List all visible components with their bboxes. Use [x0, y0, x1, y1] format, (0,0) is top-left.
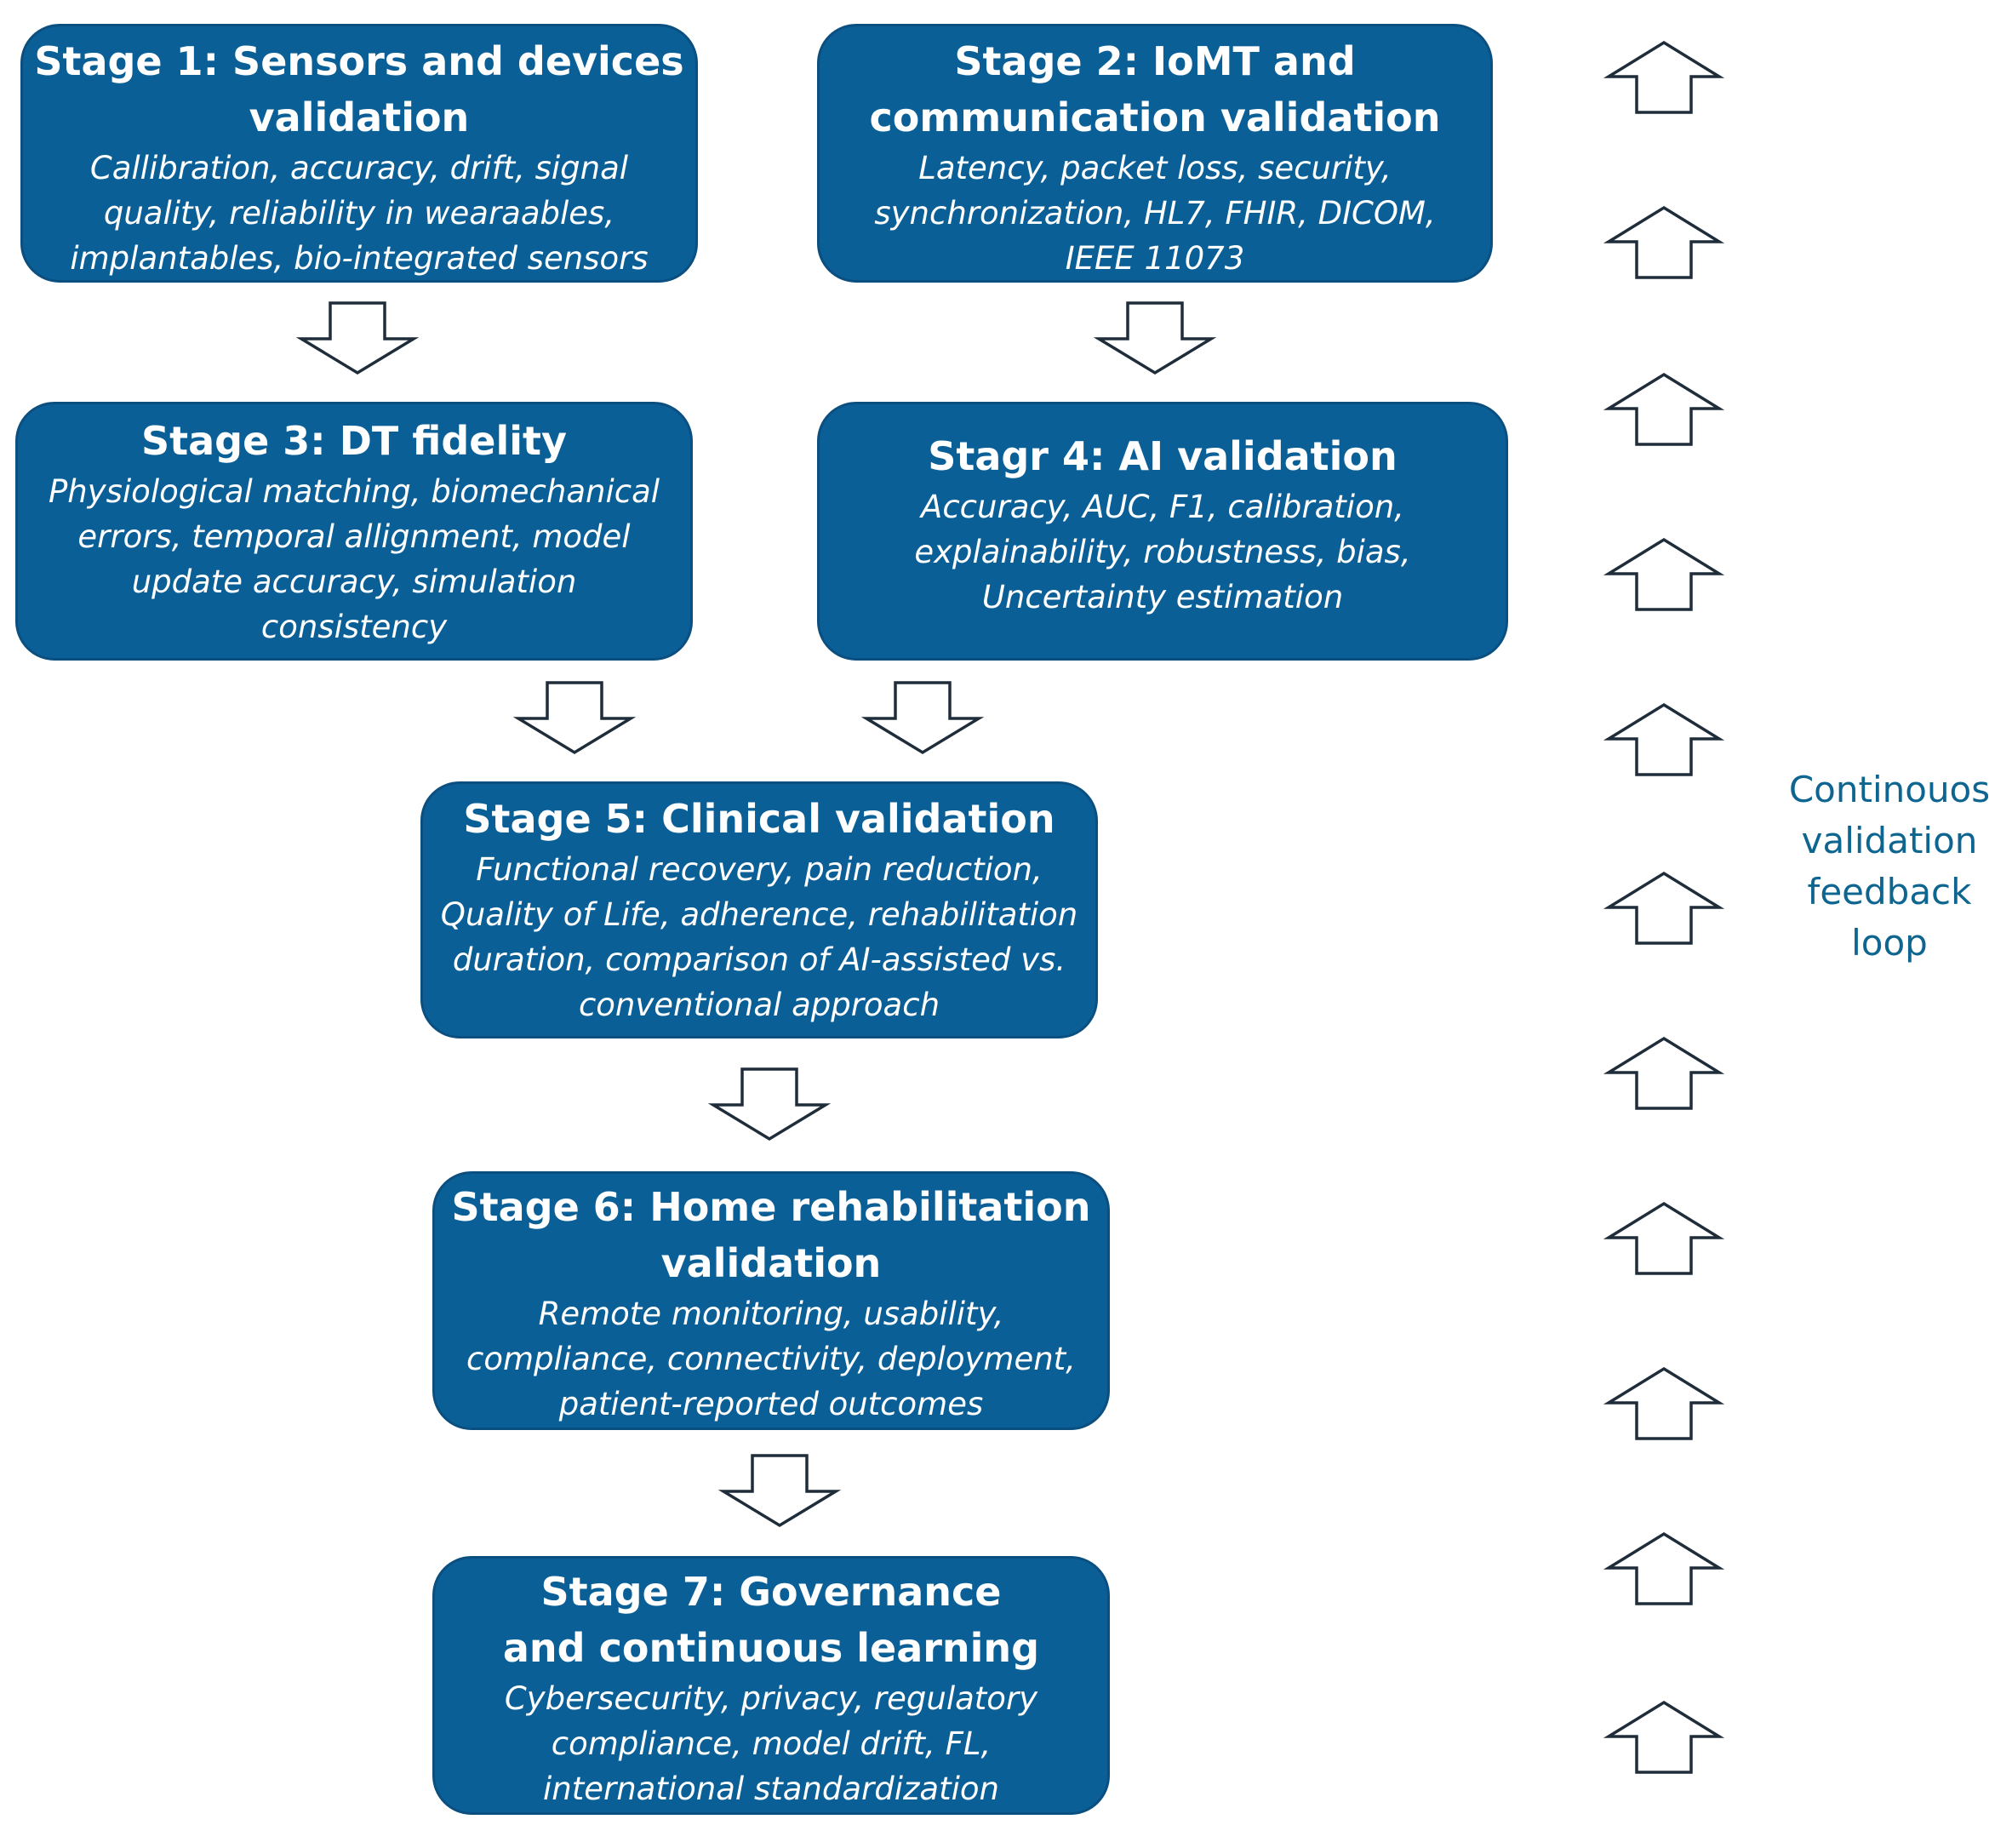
stage-4-description: Accuracy, AUC, F1, calibration, explaina…	[914, 489, 1411, 615]
down-arrow-icon	[295, 301, 420, 375]
up-arrow-icon	[1603, 702, 1725, 776]
up-arrow-icon	[1603, 1201, 1725, 1275]
stage-6-box: Stage 6: Home rehabilitation validation …	[432, 1171, 1110, 1430]
stage-3-description: Physiological matching, biomechanical er…	[48, 473, 660, 645]
feedback-loop-label: Continouos validation feedback loop	[1788, 769, 1991, 964]
stage-1-title: Stage 1: Sensors and devices validation	[34, 38, 684, 140]
up-arrow-icon	[1603, 537, 1725, 611]
stage-3-title: Stage 3: DT fidelity	[140, 418, 568, 464]
stage-5-box: Stage 5: Clinical validation Functional …	[420, 781, 1098, 1038]
up-arrow-icon	[1603, 372, 1725, 446]
stage-1-description: Callibration, accuracy, drift, signal qu…	[70, 150, 649, 277]
stage-3-box: Stage 3: DT fidelity Physiological match…	[15, 402, 693, 661]
up-arrow-icon	[1603, 871, 1725, 945]
down-arrow-icon	[707, 1067, 832, 1141]
up-arrow-icon	[1603, 1036, 1725, 1110]
stage-5-title: Stage 5: Clinical validation	[463, 796, 1055, 842]
stage-7-title: Stage 7: Governance and continuous learn…	[502, 1569, 1040, 1671]
stage-7-description: Cybersecurity, privacy, regulatory compl…	[504, 1680, 1038, 1807]
stage-2-description: Latency, packet loss, security, synchron…	[874, 150, 1436, 277]
stage-6-description: Remote monitoring, usability, compliance…	[466, 1296, 1076, 1422]
up-arrow-icon	[1603, 40, 1725, 114]
stage-7-box: Stage 7: Governance and continuous learn…	[432, 1556, 1110, 1815]
stage-6-title: Stage 6: Home rehabilitation validation	[451, 1184, 1091, 1286]
down-arrow-icon	[1093, 301, 1217, 375]
down-arrow-icon	[860, 681, 985, 755]
stage-4-box: Stagr 4: AI validation Accuracy, AUC, F1…	[817, 402, 1508, 661]
down-arrow-icon	[512, 681, 637, 755]
stage-2-title: Stage 2: IoMT and communication validati…	[869, 38, 1441, 140]
down-arrow-icon	[717, 1454, 842, 1528]
up-arrow-icon	[1603, 1700, 1725, 1774]
stage-2-box: Stage 2: IoMT and communication validati…	[817, 24, 1493, 283]
stage-1-box: Stage 1: Sensors and devices validation …	[20, 24, 698, 283]
up-arrow-icon	[1603, 1366, 1725, 1440]
stage-5-description: Functional recovery, pain reduction, Qua…	[440, 851, 1078, 1023]
up-arrow-icon	[1603, 205, 1725, 279]
stage-4-title: Stagr 4: AI validation	[928, 433, 1398, 479]
up-arrow-icon	[1603, 1531, 1725, 1605]
